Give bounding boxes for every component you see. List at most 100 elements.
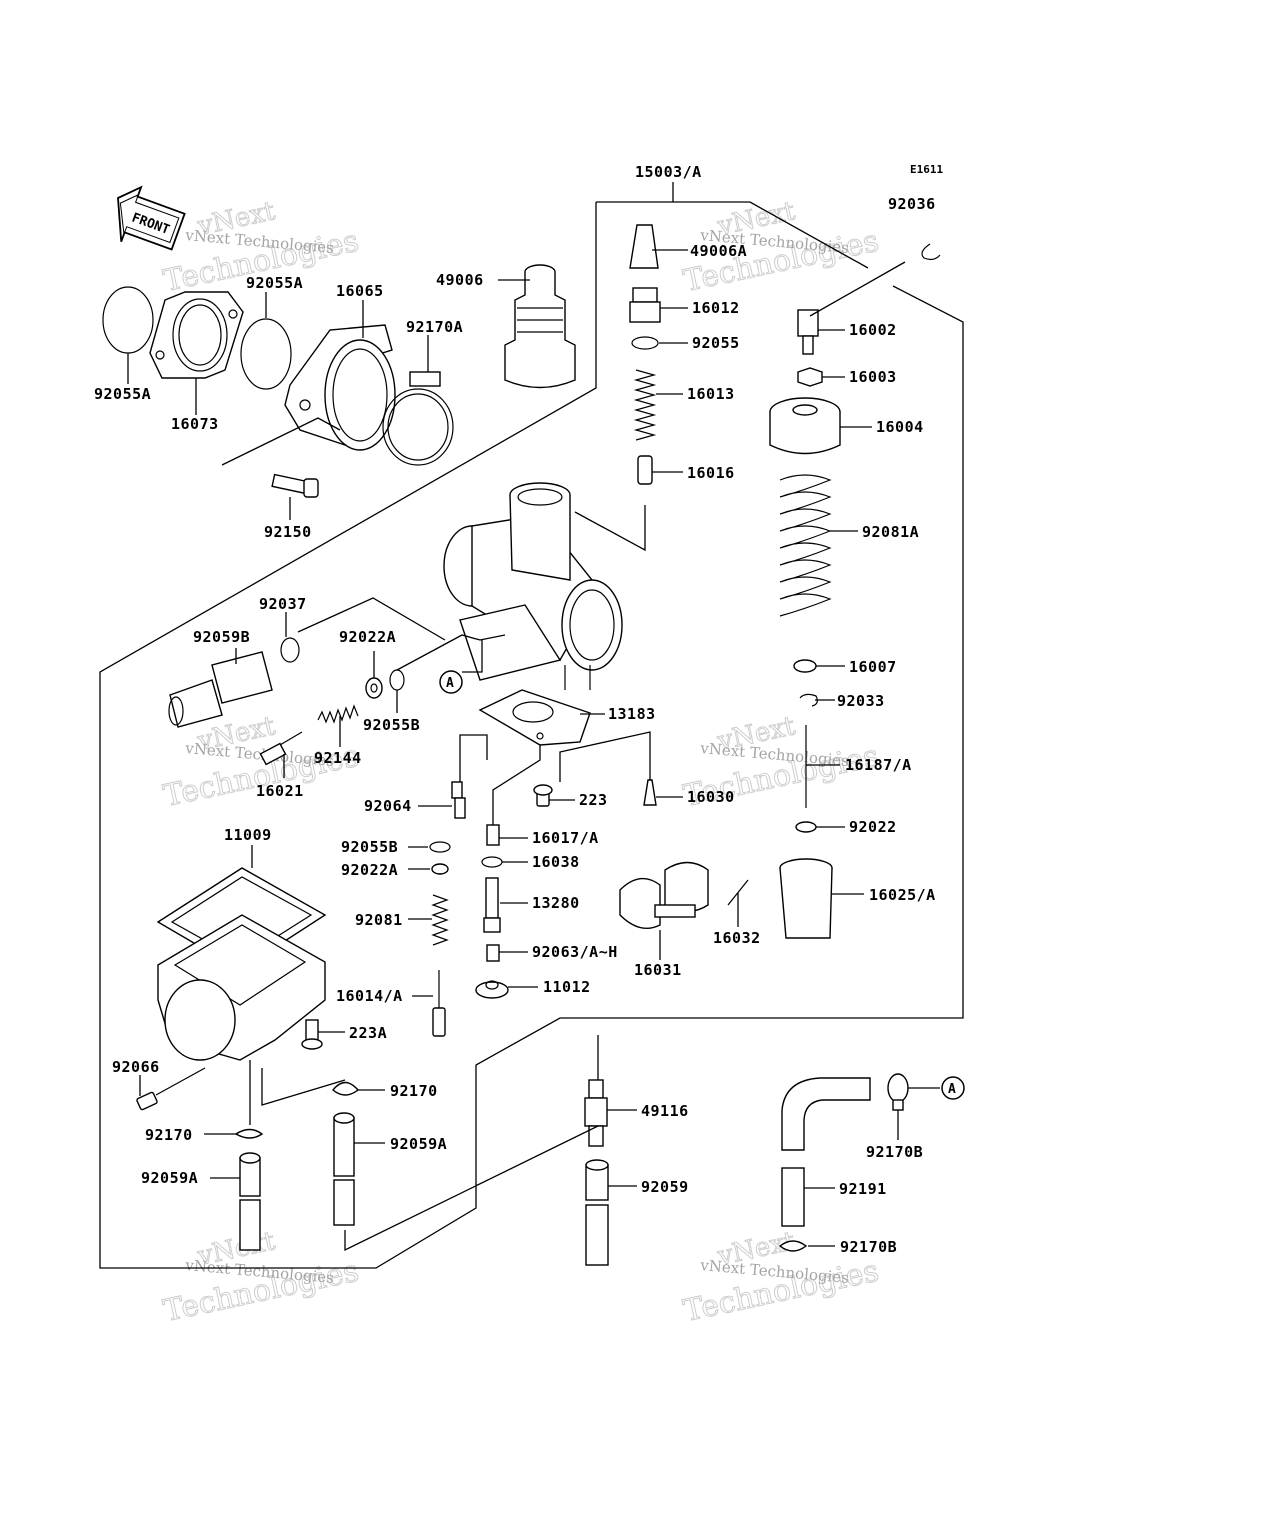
part-label: 92022A bbox=[341, 861, 398, 879]
part-label: 92170 bbox=[145, 1126, 193, 1144]
hose-92059A-a bbox=[333, 1112, 355, 1226]
bolt-92150 bbox=[271, 473, 319, 498]
part-label: 16030 bbox=[687, 788, 735, 806]
screw-16002 bbox=[797, 309, 819, 355]
part-label: 92055A bbox=[246, 274, 303, 292]
part-label: 11012 bbox=[543, 978, 591, 996]
spring-16013 bbox=[633, 369, 657, 441]
needle-16014A bbox=[432, 970, 446, 1037]
o-ring-16038 bbox=[481, 856, 503, 868]
part-label: 16013 bbox=[687, 385, 735, 403]
part-label: 16014/A bbox=[336, 987, 403, 1005]
callout-marker-text: A bbox=[948, 1082, 956, 1097]
part-label: 223 bbox=[579, 791, 608, 809]
jet-92063 bbox=[486, 944, 500, 962]
pin-16032 bbox=[727, 879, 749, 906]
hose-92059B bbox=[168, 651, 273, 728]
part-label: 16187/A bbox=[845, 756, 912, 774]
part-label: 92066 bbox=[112, 1058, 160, 1076]
slide-16025A bbox=[779, 858, 833, 939]
screw-16021 bbox=[259, 731, 303, 766]
part-label: 49006 bbox=[436, 271, 484, 289]
spring-92081A bbox=[779, 474, 832, 617]
clamp-92170B-top bbox=[887, 1073, 909, 1111]
part-label: 16003 bbox=[849, 368, 897, 386]
part-label: 11009 bbox=[224, 826, 272, 844]
clamp-92170B-bot bbox=[778, 1240, 808, 1252]
part-label: 92055A bbox=[94, 385, 151, 403]
carburetor-body bbox=[443, 482, 623, 690]
part-label: 92170B bbox=[866, 1143, 923, 1161]
part-label: 92170A bbox=[406, 318, 463, 336]
part-label: 16002 bbox=[849, 321, 897, 339]
spring-92144 bbox=[317, 704, 359, 724]
part-label: 92055B bbox=[363, 716, 420, 734]
washer-16007 bbox=[793, 659, 817, 673]
jet-92064 bbox=[451, 781, 466, 819]
manifold-16065 bbox=[284, 324, 396, 451]
part-label: 15003/A bbox=[635, 163, 702, 181]
part-label: 16016 bbox=[687, 464, 735, 482]
part-label: 92059A bbox=[141, 1169, 198, 1187]
spring-92081 bbox=[431, 894, 449, 946]
hose-92059 bbox=[585, 1159, 609, 1266]
part-label: 92059A bbox=[390, 1135, 447, 1153]
part-label: 92033 bbox=[837, 692, 885, 710]
cap-16004 bbox=[769, 397, 841, 455]
holder-16016 bbox=[637, 455, 653, 485]
callout-marker-text: A bbox=[446, 676, 454, 691]
boot-49006 bbox=[504, 264, 576, 389]
part-label: 92064 bbox=[364, 797, 412, 815]
part-label: 13183 bbox=[608, 705, 656, 723]
fitting-16012 bbox=[629, 287, 661, 323]
washer-92022A-mid bbox=[431, 863, 449, 875]
clamp-92170-a bbox=[332, 1081, 360, 1096]
clip-92037 bbox=[280, 637, 300, 663]
part-label: 92144 bbox=[314, 749, 362, 767]
clamp-92170-b bbox=[234, 1128, 264, 1139]
clip-92033 bbox=[799, 693, 818, 707]
gasket-13183 bbox=[478, 689, 591, 746]
seat-11012 bbox=[475, 980, 509, 999]
part-label: 92059 bbox=[641, 1178, 689, 1196]
part-label: 49006A bbox=[690, 242, 747, 260]
part-label: 16007 bbox=[849, 658, 897, 676]
part-label: 92059B bbox=[193, 628, 250, 646]
washer-92022A-top bbox=[365, 677, 383, 699]
screw-223A bbox=[301, 1019, 323, 1050]
o-ring-92055 bbox=[631, 336, 659, 350]
part-label: 92170B bbox=[840, 1238, 897, 1256]
hose-92059A-b bbox=[239, 1152, 261, 1251]
part-label: 92170 bbox=[390, 1082, 438, 1100]
part-label: 16065 bbox=[336, 282, 384, 300]
valve-16030 bbox=[643, 779, 657, 806]
part-label: 92055 bbox=[692, 334, 740, 352]
part-label: 92036 bbox=[888, 195, 936, 213]
part-label: 16012 bbox=[692, 299, 740, 317]
o-ring-92055B-top bbox=[389, 669, 405, 691]
part-label: 16038 bbox=[532, 853, 580, 871]
part-label: 92063/A~H bbox=[532, 943, 618, 961]
part-label: 92150 bbox=[264, 523, 312, 541]
callout-marker-a-right: A bbox=[941, 1076, 965, 1100]
part-label: 16025/A bbox=[869, 886, 936, 904]
clamp-92170A bbox=[382, 371, 454, 466]
part-label: 16004 bbox=[876, 418, 924, 436]
gasket-16073 bbox=[149, 291, 244, 379]
float-bowl-11009 bbox=[156, 867, 327, 1061]
front-arrow-icon: FRONT bbox=[117, 185, 186, 251]
washer-92022 bbox=[795, 821, 817, 833]
nut-16003 bbox=[797, 367, 823, 387]
part-labels: 15003/A 92036 49006A 49006 16012 92055 1… bbox=[94, 163, 936, 1256]
leader-lines bbox=[127, 249, 940, 1252]
part-label: 92081 bbox=[355, 911, 403, 929]
float-16031 bbox=[619, 861, 709, 929]
part-label: 16031 bbox=[634, 961, 682, 979]
part-label: 92022 bbox=[849, 818, 897, 836]
callout-marker-a-left: A bbox=[439, 670, 463, 694]
o-ring-92055B-mid bbox=[429, 841, 451, 853]
screw-92066 bbox=[136, 1067, 206, 1111]
part-label: 16073 bbox=[171, 415, 219, 433]
o-ring-92055A-top bbox=[240, 318, 292, 390]
